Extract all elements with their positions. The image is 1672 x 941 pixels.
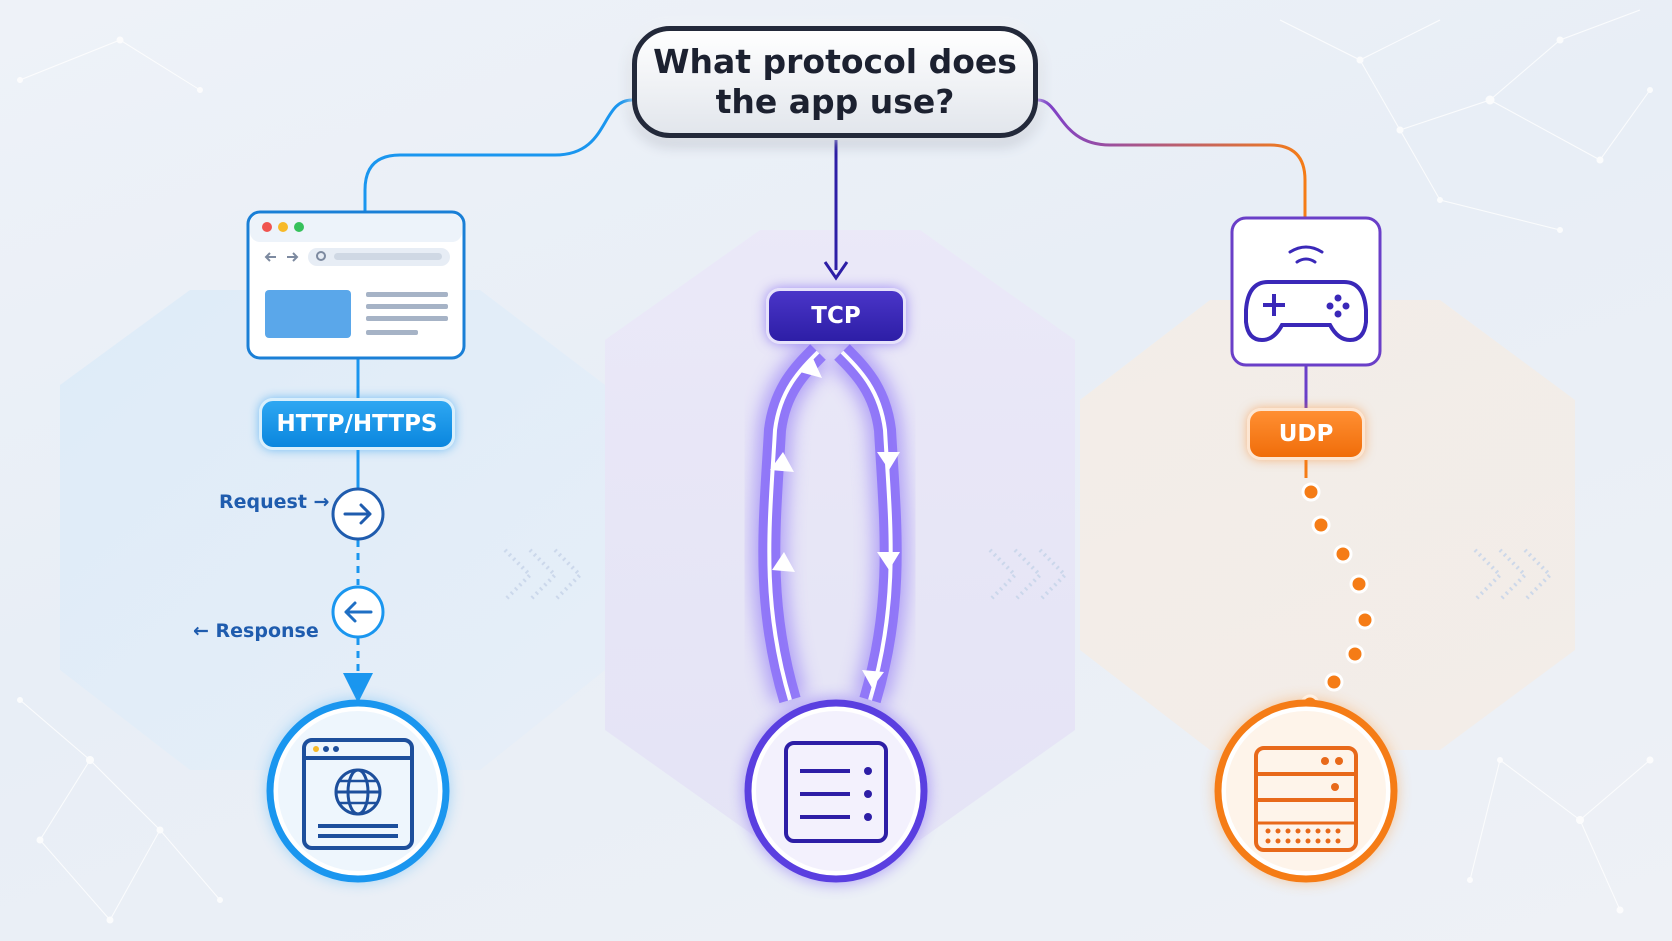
request-icon xyxy=(331,487,385,541)
tcp-protocol-label: TCP xyxy=(811,303,861,329)
connector-to-http xyxy=(363,98,633,212)
tcp-protocol-badge: TCP xyxy=(766,288,906,344)
question-box: What protocol does the app use? xyxy=(632,26,1038,138)
response-icon xyxy=(331,585,385,639)
connector-to-udp xyxy=(1037,98,1307,218)
server-box-icon xyxy=(1214,699,1398,883)
web-globe-icon xyxy=(266,699,450,883)
browser-window-icon xyxy=(246,210,466,360)
request-label: Request → xyxy=(219,491,330,513)
http-protocol-label: HTTP/HTTPS xyxy=(276,411,438,437)
udp-protocol-badge: UDP xyxy=(1247,408,1365,460)
response-label: ← Response xyxy=(193,620,319,642)
network-decoration xyxy=(17,9,1654,924)
background-hexagon-blue xyxy=(60,290,605,770)
tcp-tunnel xyxy=(752,339,908,705)
background-hexagon-purple xyxy=(605,230,1075,840)
arrow-down-icon xyxy=(823,261,849,281)
http-protocol-badge: HTTP/HTTPS xyxy=(259,398,455,450)
question-text: What protocol does the app use? xyxy=(653,42,1017,121)
udp-protocol-label: UDP xyxy=(1278,421,1334,447)
game-controller-icon xyxy=(1230,216,1382,367)
server-rack-icon xyxy=(742,697,930,885)
